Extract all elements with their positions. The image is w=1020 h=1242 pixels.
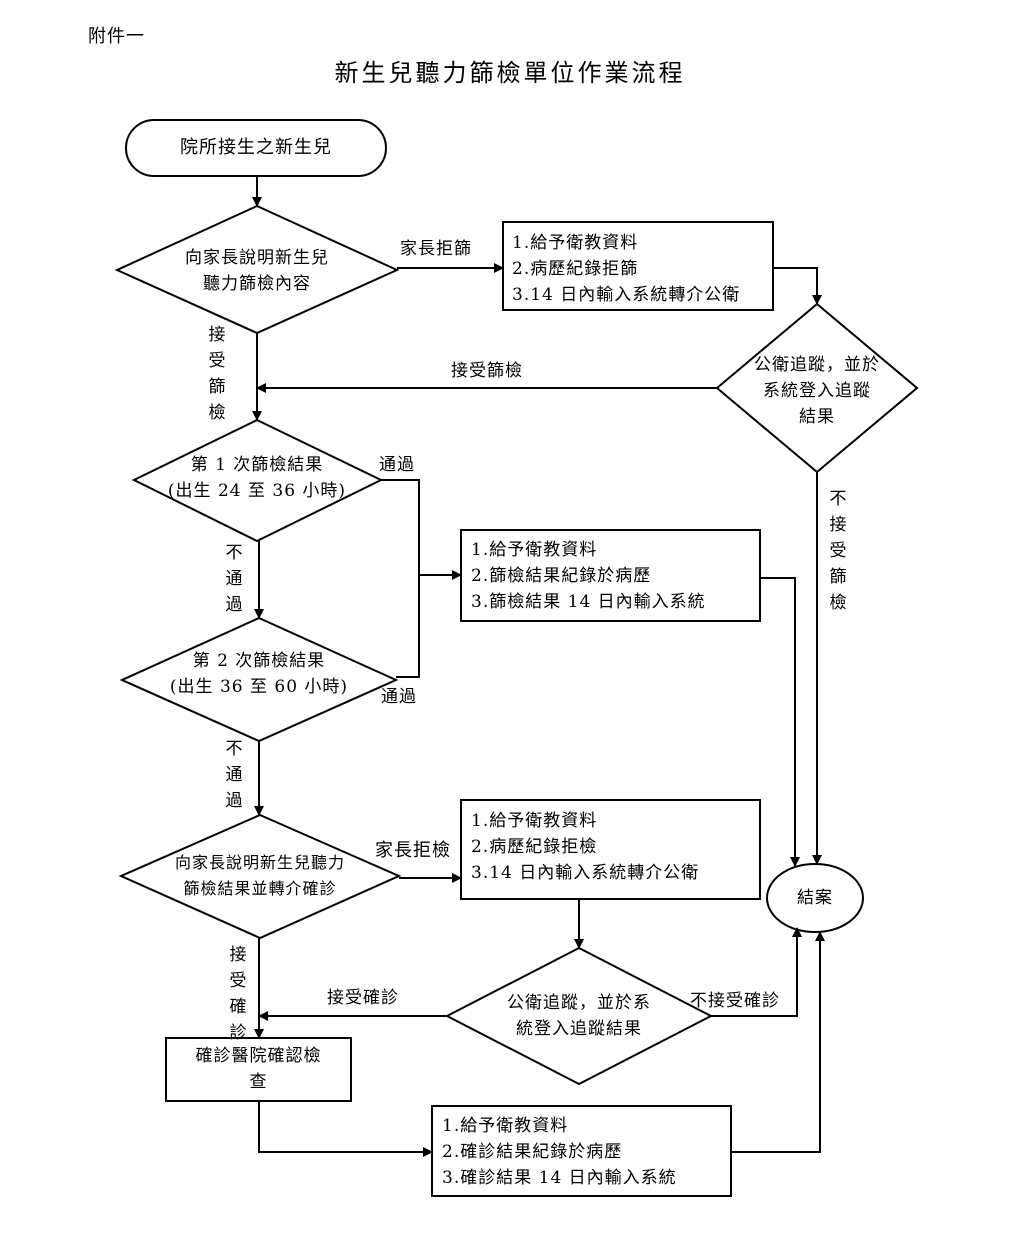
edge-char: 不 [225,543,243,563]
hospital-line-2: 查 [249,1072,268,1092]
refuse-box2-label: 1.給予衛教資料 2.病歷紀錄拒檢 3.14 日內輸入系統轉介公衛 [471,808,699,886]
screen1-node-label: 第 1 次篩檢結果 (出生 24 至 36 小時) [150,452,364,504]
explain2-node-label: 向家長說明新生兒聽力 篩檢結果並轉介確診 [140,850,380,902]
refuse-box-label: 1.給予衛教資料 2.病歷紀錄拒篩 3.14 日內輸入系統轉介公衛 [512,230,740,308]
pass-box-line-1: 1.給予衛教資料 [471,540,598,560]
confirm-box-label: 1.給予衛教資料 2.確診結果紀錄於病歷 3.確診結果 14 日內輸入系統 [442,1113,677,1191]
explain2-line-1: 向家長說明新生兒聽力 [174,853,345,872]
start-node-label: 院所接生之新生兒 [180,137,332,158]
edge-char: 接 [208,325,226,345]
followup2-line-2: 統登入追蹤結果 [516,1019,642,1039]
edge-char: 受 [208,351,226,371]
explain2-line-2: 篩檢結果並轉介確診 [183,879,337,898]
edge-label-parent-refuse-exam: 家長拒檢 [375,840,451,861]
screen2-line-2: (出生 36 至 60 小時) [169,677,349,697]
followup1-line-1: 公衛追蹤，並於 [754,355,880,375]
edge-label-not-accept-confirm: 不接受確診 [690,991,780,1011]
edge-char: 受 [829,541,847,561]
edge-char: 過 [225,595,243,615]
screen2-line-1: 第 2 次篩檢結果 [192,651,326,671]
edge-label-fail1-vertical: 不 通 過 [223,540,245,618]
edge-char: 接 [829,515,847,535]
followup1-line-2: 系統登入追蹤 [763,381,871,401]
edge-char: 篩 [829,567,847,587]
refuse-box2-line-2: 2.病歷紀錄拒檢 [471,837,598,857]
edge-char: 檢 [829,593,847,613]
followup1-node-label: 公衛追蹤，並於 系統登入追蹤 結果 [737,352,897,430]
edge-char: 過 [225,791,243,811]
edge-label-accept-confirm: 接受確診 [327,988,399,1008]
edge-label-parent-refuse-screen: 家長拒篩 [400,239,472,259]
pass-box-line-2: 2.篩檢結果紀錄於病歷 [471,566,652,586]
edge-char: 通 [225,765,243,785]
refuse-box-line-1: 1.給予衛教資料 [512,233,639,253]
explain-node-label: 向家長說明新生兒 聽力篩檢內容 [150,245,364,297]
edge-char: 通 [225,569,243,589]
confirm-box-line-3: 3.確診結果 14 日內輸入系統 [442,1168,677,1188]
edge-char: 不 [225,739,243,759]
followup2-node-label: 公衛追蹤，並於系 統登入追蹤結果 [479,990,679,1042]
pass-box-line-3: 3.篩檢結果 14 日內輸入系統 [471,592,706,612]
close-node-label: 結案 [797,888,833,908]
screen1-line-1: 第 1 次篩檢結果 [190,455,324,475]
screen1-diamond-shape [131,418,384,543]
attachment-label: 附件一 [88,26,145,47]
edge-label-pass2: 通過 [381,687,417,707]
edge-char: 診 [229,1023,247,1043]
edge-char: 檢 [208,403,226,423]
edge-label-not-accept-screen-vertical: 不 接 受 篩 檢 [827,486,849,616]
screen2-node-label: 第 2 次篩檢結果 (出生 36 至 60 小時) [152,648,366,700]
edge-label-fail2-vertical: 不 通 過 [223,736,245,814]
page-title: 新生兒聽力篩檢單位作業流程 [334,59,686,87]
hospital-line-1: 確診醫院確認檢 [195,1046,322,1066]
edge-char: 接 [229,945,247,965]
edge-char: 篩 [208,377,226,397]
refuse-box-line-2: 2.病歷紀錄拒篩 [512,259,639,279]
refuse-box2-line-1: 1.給予衛教資料 [471,811,598,831]
screen1-line-2: (出生 24 至 36 小時) [167,481,347,501]
confirm-box-line-1: 1.給予衛教資料 [442,1116,569,1136]
edge-label-accept-confirm-vertical: 接 受 確 診 [227,942,249,1046]
refuse-box2-line-3: 3.14 日內輸入系統轉介公衛 [471,863,700,883]
followup1-line-3: 結果 [799,407,835,427]
edge-char: 不 [829,489,847,509]
followup2-diamond-shape [444,946,714,1086]
pass-box-label: 1.給予衛教資料 2.篩檢結果紀錄於病歷 3.篩檢結果 14 日內輸入系統 [471,537,706,615]
edge-char: 確 [229,997,247,1017]
edge-label-accept-screen-vertical: 接 受 篩 檢 [206,322,228,426]
hospital-node-label: 確診醫院確認檢 查 [166,1043,351,1095]
explain-line-1: 向家長說明新生兒 [185,248,329,268]
edge-label-accept-screen: 接受篩檢 [451,361,523,381]
explain-line-2: 聽力篩檢內容 [203,274,311,294]
refuse-box-line-3: 3.14 日內輸入系統轉介公衛 [512,285,741,305]
confirm-box-line-2: 2.確診結果紀錄於病歷 [442,1142,623,1162]
edge-label-pass1: 通過 [379,455,415,475]
followup2-line-1: 公衛追蹤，並於系 [507,993,651,1013]
edge-char: 受 [229,971,247,991]
refuse-box2-shape [460,799,761,900]
